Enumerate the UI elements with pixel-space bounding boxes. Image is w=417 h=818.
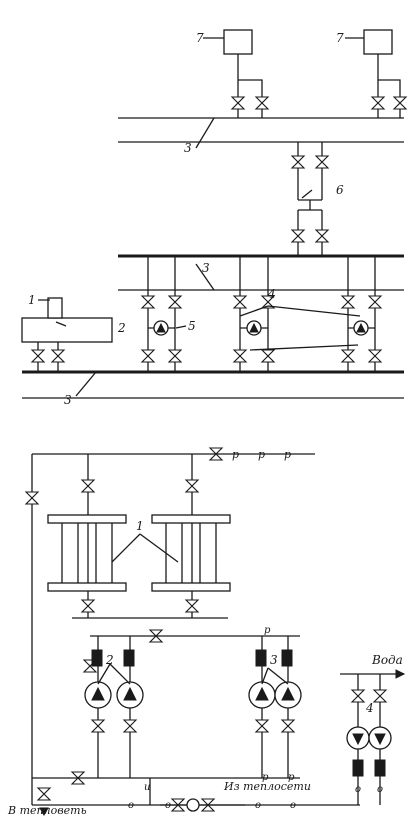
label-1-exchanger: 1 — [136, 519, 144, 533]
caption-from-network: Из теплосети — [223, 780, 311, 793]
network-inlet — [149, 778, 245, 806]
unit-2-pipe — [37, 342, 59, 372]
mark-o-2: о — [165, 800, 171, 811]
exchanger-callout-lines — [111, 533, 179, 563]
pump-2a — [84, 681, 112, 709]
mark-p-3: р — [284, 448, 291, 461]
mark-o-5: о — [355, 784, 361, 795]
label-2-top: 2 — [117, 321, 126, 335]
pump-water-a — [346, 726, 370, 750]
arrow-water-in — [395, 669, 406, 679]
outer-loop — [31, 453, 315, 806]
pump-3b — [274, 681, 302, 709]
mark-u: и — [144, 782, 150, 793]
label-3-pumps: 3 — [270, 653, 278, 667]
pump-water-b — [368, 726, 392, 750]
label-3-top: 3 — [184, 141, 192, 155]
pump-group-5-pipe — [147, 256, 176, 372]
pump-2b — [116, 681, 144, 709]
label-6: 6 — [336, 183, 344, 197]
heat-exchanger-left — [47, 514, 127, 592]
pump-link-line — [249, 344, 359, 351]
unit-1-box — [47, 297, 63, 319]
flow-meter — [186, 798, 200, 812]
mark-o-4: о — [290, 800, 296, 811]
label-1-top: 1 — [28, 293, 36, 307]
mark-o-3: о — [255, 800, 261, 811]
mark-p-4: р — [264, 625, 271, 636]
consumer-box-right — [363, 29, 393, 55]
pump-4b — [353, 320, 369, 336]
mark-o-6: о — [377, 784, 383, 795]
mark-p-5: р — [262, 772, 269, 783]
label-4-water: 4 — [365, 701, 374, 715]
caption-water: Вода — [371, 653, 403, 667]
mark-p-2: р — [258, 448, 265, 461]
top-collector — [118, 117, 404, 143]
pump-4a — [246, 320, 262, 336]
label-7-left: 7 — [196, 31, 204, 45]
filter-blocks — [91, 649, 386, 777]
arrow-to-network — [39, 807, 49, 817]
connector-6-pipe — [297, 142, 323, 256]
callout-leaders — [38, 37, 364, 685]
unit-2-box — [21, 317, 113, 343]
label-7-right: 7 — [336, 31, 344, 45]
mark-p-6: р — [288, 772, 295, 783]
pump-3a — [248, 681, 276, 709]
mark-p-1: р — [232, 448, 239, 461]
valve-set — [24, 96, 408, 812]
mark-o-1: о — [128, 800, 134, 811]
label-2-pumps: 2 — [105, 653, 114, 667]
label-3-bottom: 3 — [64, 393, 72, 407]
label-3-middle: 3 — [202, 261, 210, 275]
label-4-top: 4 — [267, 287, 276, 301]
pump-5 — [153, 320, 169, 336]
pump-group-4b-pipe — [347, 256, 376, 372]
heat-exchanger-right — [151, 514, 231, 592]
consumer-box-left — [223, 29, 253, 55]
pump-group-4a-pipe — [239, 256, 269, 372]
label-5: 5 — [188, 319, 196, 333]
